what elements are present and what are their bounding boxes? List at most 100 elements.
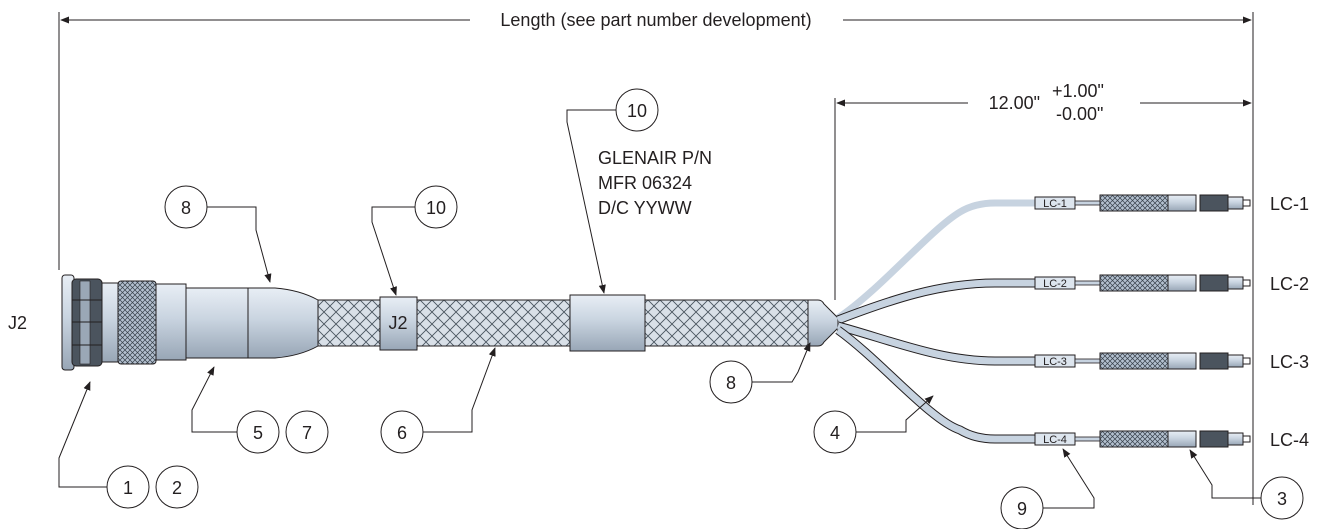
leg-3-lc-housing	[1167, 352, 1197, 370]
callout-7-text: 7	[302, 423, 312, 443]
leader-6-braid	[423, 347, 496, 433]
lc-connector-2: LC-2	[1034, 274, 1251, 292]
leg-2-fiber	[1074, 280, 1101, 286]
leg-2-lc-body	[1227, 276, 1244, 290]
leg-4-lc-latch	[1199, 430, 1229, 448]
leg-4-strain-relief	[1099, 430, 1169, 448]
leg-2-tag-text: LC-2	[1043, 278, 1067, 290]
leg-1-label: LC-1	[1270, 194, 1309, 214]
backshell	[185, 287, 249, 359]
leg-4-cable-outline	[835, 326, 1035, 444]
breakout-boot	[807, 299, 839, 347]
leg-1-strain-relief	[1099, 194, 1169, 212]
marker-sleeve-j2	[379, 296, 418, 351]
leg-2-lc-housing	[1167, 274, 1197, 292]
callout-8-connector-text: 8	[181, 198, 191, 218]
leg-4-label: LC-4	[1270, 430, 1309, 450]
callout-bubble-8-breakout[interactable]: 8	[709, 360, 753, 404]
leg-1-lc-body	[1227, 196, 1244, 210]
leader-9-tag	[1043, 448, 1095, 509]
leader-3-lc	[1189, 449, 1261, 499]
marker-sleeve-pn	[569, 294, 646, 352]
leader-10-sleeve	[371, 206, 415, 296]
callout-6-text: 6	[397, 423, 407, 443]
callout-bubble-10-pn[interactable]: 10	[615, 88, 659, 132]
boot-connector-end	[247, 287, 319, 359]
connector-label: J2	[8, 313, 27, 333]
leg-4-fiber	[1074, 436, 1101, 442]
callout-5-text: 5	[253, 423, 263, 443]
leg-3-lc-latch	[1199, 352, 1229, 370]
leg-2-ferrule	[1242, 279, 1251, 287]
callout-bubble-3[interactable]: 3	[1260, 476, 1304, 520]
callout-10-pn-text: 10	[627, 101, 647, 121]
leg-1-lc-latch	[1199, 194, 1229, 212]
leg-2-cable	[836, 279, 1035, 324]
fiber-legs	[835, 199, 1036, 444]
leg-3-fiber	[1074, 358, 1101, 364]
callout-bubble-5[interactable]: 5	[236, 410, 280, 454]
leg-3-label: LC-3	[1270, 352, 1309, 372]
leg-1-lc-housing	[1167, 194, 1197, 212]
leader-5-7	[191, 366, 237, 433]
callout-bubble-2[interactable]: 2	[155, 465, 199, 509]
leg-1-fiber	[1074, 200, 1101, 206]
leader-1-2	[58, 381, 107, 488]
callout-8-breakout-text: 8	[726, 373, 736, 393]
leg-4-tag-text: LC-4	[1043, 434, 1067, 446]
overall-length-label: Length (see part number development)	[500, 10, 811, 30]
callout-bubble-9[interactable]: 9	[1000, 486, 1044, 529]
marking-note-line-3: D/C YYWW	[598, 198, 692, 218]
j2-connector: J2	[8, 274, 319, 371]
callout-bubble-8-connector[interactable]: 8	[164, 185, 208, 229]
callout-9-text: 9	[1017, 499, 1027, 519]
connector-shell-ring	[101, 282, 119, 363]
lc-connector-3: LC-3	[1034, 352, 1251, 370]
leader-8-breakout	[752, 342, 811, 383]
leader-8-connector	[207, 206, 272, 283]
callout-bubble-6[interactable]: 6	[380, 410, 424, 454]
marker-sleeve-text: J2	[388, 313, 407, 333]
marking-note: GLENAIR P/N MFR 06324 D/C YYWW	[598, 148, 712, 218]
callout-bubble-1[interactable]: 1	[106, 465, 150, 509]
leg-3-ferrule	[1242, 357, 1251, 365]
tolerance-minus: -0.00"	[1056, 104, 1103, 124]
callout-3-text: 3	[1277, 489, 1287, 509]
knurled-grip	[117, 280, 157, 365]
leg-1-ferrule	[1242, 199, 1251, 207]
braided-trunk: J2	[317, 294, 839, 352]
callout-leaders	[58, 109, 1261, 509]
tolerance-plus: +1.00"	[1052, 81, 1104, 101]
marking-note-line-1: GLENAIR P/N	[598, 148, 712, 168]
leg-3-tag-text: LC-3	[1043, 356, 1067, 368]
callout-10-sleeve-text: 10	[426, 198, 446, 218]
connector-body	[155, 283, 187, 361]
overall-length-dimension: Length (see part number development)	[58, 10, 1254, 505]
leg-3-cable	[837, 322, 1035, 365]
leg-2-strain-relief	[1099, 274, 1169, 292]
callout-bubble-4[interactable]: 4	[813, 410, 857, 454]
callout-1-text: 1	[123, 478, 133, 498]
leader-4-leg	[856, 395, 934, 433]
leg-3-lc-body	[1227, 354, 1244, 368]
breakout-length-dimension: 12.00" +1.00" -0.00"	[834, 81, 1252, 300]
leg-2-label: LC-2	[1270, 274, 1309, 294]
leg-4-lc-body	[1227, 432, 1244, 446]
leg-2-lc-latch	[1199, 274, 1229, 292]
leader-10-pn	[566, 109, 616, 294]
leg-3-strain-relief	[1099, 352, 1169, 370]
marking-note-line-2: MFR 06324	[598, 173, 692, 193]
callout-bubble-10-sleeve[interactable]: 10	[414, 185, 458, 229]
leg-1-cable	[836, 199, 1035, 321]
breakout-length-label: 12.00"	[989, 93, 1040, 113]
leg-4-cable	[835, 327, 1035, 443]
lc-connector-1: LC-1	[1034, 194, 1251, 212]
callout-bubble-7[interactable]: 7	[285, 410, 329, 454]
leg-4-lc-housing	[1167, 430, 1197, 448]
leg-1-cable-outline	[837, 202, 1036, 319]
leg-1-tag-text: LC-1	[1043, 198, 1067, 210]
callout-2-text: 2	[172, 478, 182, 498]
lc-connector-4: LC-4	[1034, 430, 1251, 448]
callout-4-text: 4	[830, 423, 840, 443]
